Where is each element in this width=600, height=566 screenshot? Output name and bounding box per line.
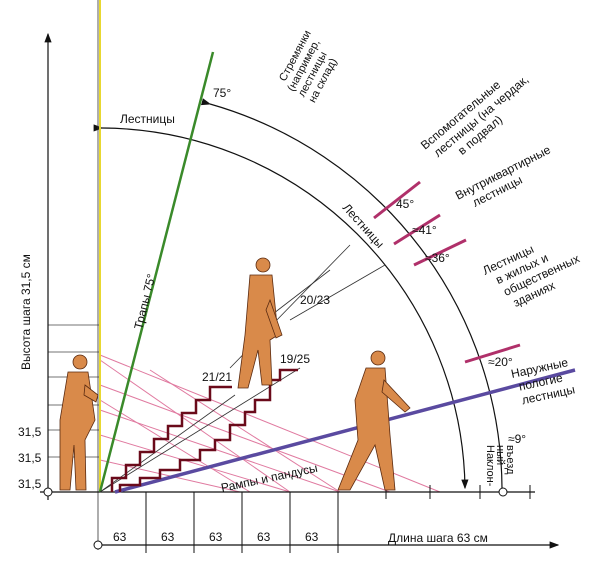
x-tick-label: 63 bbox=[161, 530, 175, 544]
arc-end-marker bbox=[498, 487, 508, 497]
incline-label: Наклон- ный въезд bbox=[484, 445, 516, 487]
trap-75-line bbox=[98, 51, 215, 493]
ratio-21-21-label: 21/21 bbox=[202, 370, 232, 384]
ramp-line bbox=[114, 368, 576, 494]
ladders-label: Лестницы bbox=[120, 112, 175, 126]
stairs-21-21 bbox=[110, 385, 232, 492]
svg-text:лестницы (на чердак,: лестницы (на чердак, bbox=[431, 72, 532, 160]
y-tick-label: 31,5 bbox=[18, 477, 42, 491]
ramps-label: Рампы и пандусы bbox=[220, 461, 319, 495]
angle-41-label: ≈41° bbox=[412, 223, 437, 237]
y-axis-label: Высота шага 31,5 см bbox=[19, 254, 33, 370]
stepladders-label: Стремянки (например, лестницы на склад) bbox=[277, 29, 340, 105]
stairs-arc-label: Лестницы bbox=[340, 201, 387, 251]
svg-text:ный: ный bbox=[494, 445, 506, 465]
x-tick-label: 63 bbox=[257, 530, 271, 544]
trap-label: Трапы 75° bbox=[131, 272, 158, 331]
y-tick-label: 31,5 bbox=[18, 425, 42, 439]
ratio-lines bbox=[99, 244, 386, 493]
stairs-19-25 bbox=[118, 368, 298, 492]
x-axis-label: Длина шага 63 см bbox=[388, 531, 488, 545]
person-on-stairs-figure bbox=[237, 257, 283, 389]
angle-20-label: ≈20° bbox=[488, 355, 513, 369]
ratio-19-25-label: 19/25 bbox=[280, 352, 310, 366]
angle-36-label: ≈36° bbox=[425, 251, 450, 265]
angle-9-label: ≈9° bbox=[508, 432, 526, 446]
person-climbing-ladder-figure bbox=[59, 354, 99, 491]
svg-text:въезд: въезд bbox=[504, 445, 516, 475]
x-axis-ticks bbox=[145, 485, 531, 553]
angle-75-label: 75° bbox=[213, 86, 231, 100]
y-tick-label: 31,5 bbox=[18, 451, 42, 465]
person-walking-figure bbox=[337, 350, 411, 491]
x-axis-origin-marker bbox=[93, 540, 103, 550]
residential-stairs-label: Лестницы в жилых и общественных зданиях bbox=[480, 242, 581, 310]
x-tick-label: 63 bbox=[209, 530, 223, 544]
svg-text:Наклон-: Наклон- bbox=[484, 445, 496, 487]
ratio-20-23-label: 20/23 bbox=[300, 293, 330, 307]
x-tick-label: 63 bbox=[305, 530, 319, 544]
angle-ticks bbox=[373, 180, 521, 364]
outdoor-stairs-label: Наружные пологие лестницы bbox=[510, 355, 576, 407]
inner-arc bbox=[93, 124, 469, 490]
x-tick-label: 63 bbox=[113, 530, 127, 544]
origin-marker bbox=[43, 487, 53, 497]
angle-45-label: 45° bbox=[396, 197, 414, 211]
